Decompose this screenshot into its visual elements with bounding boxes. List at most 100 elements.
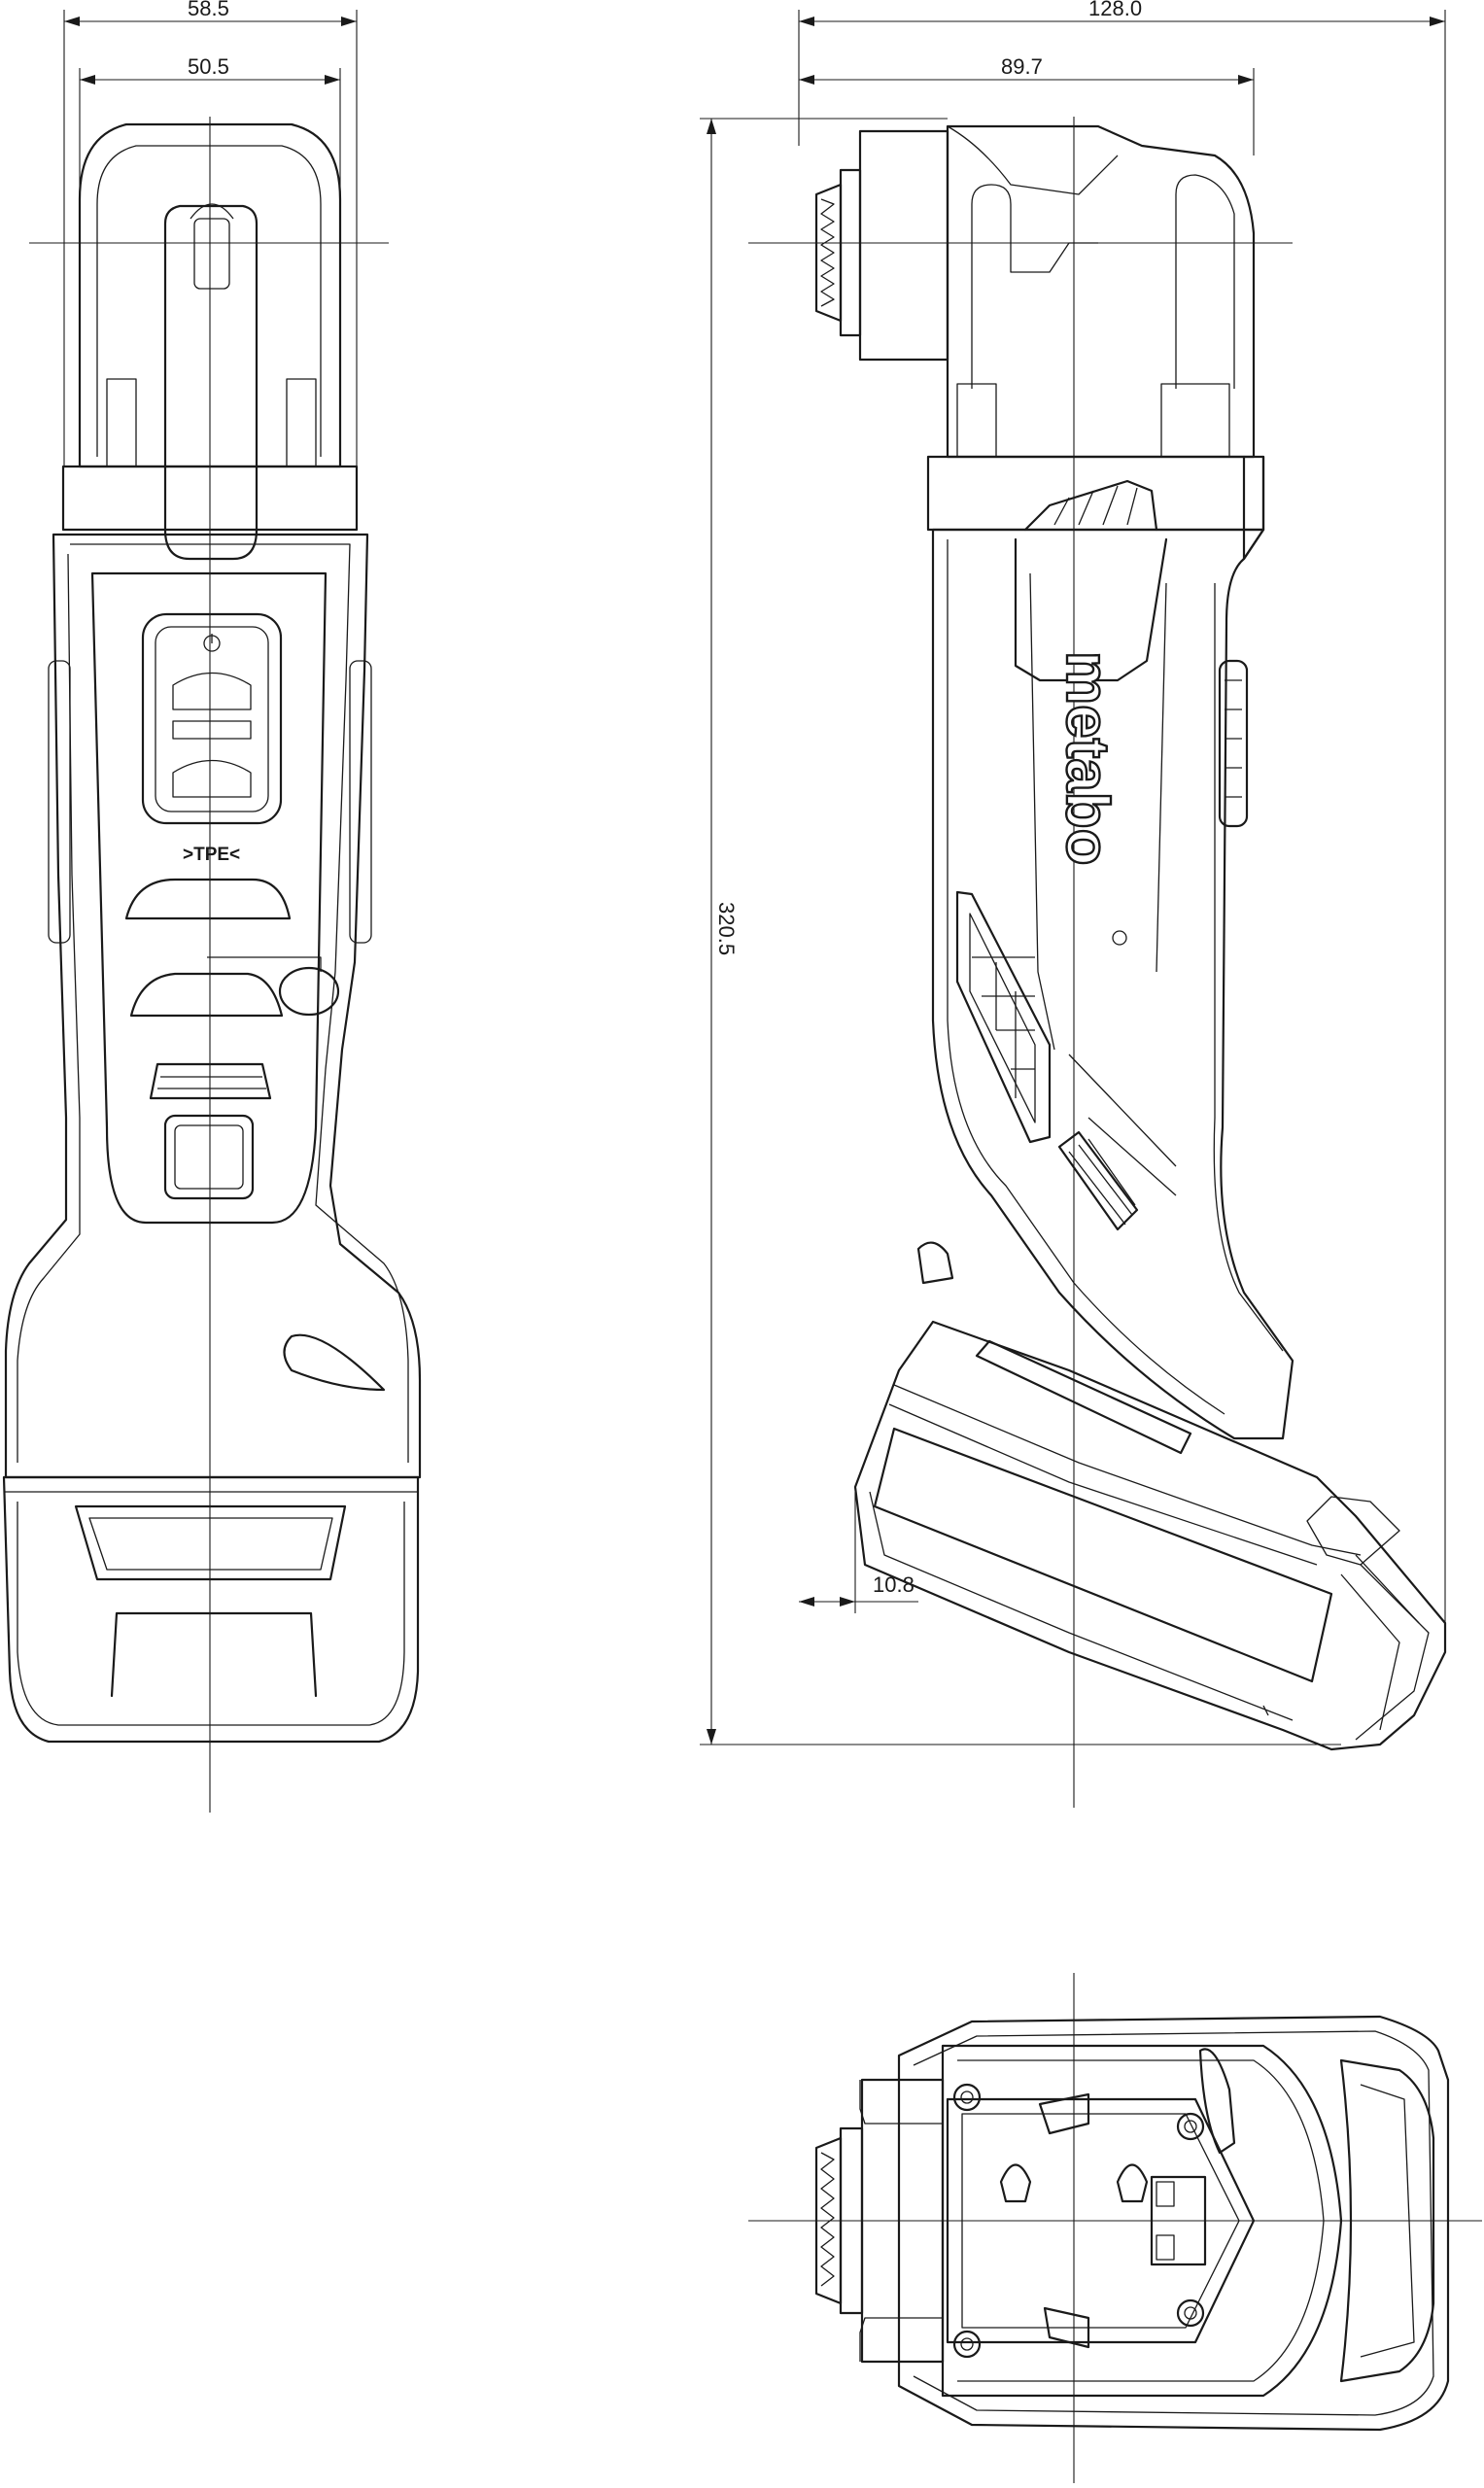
dim-89-7-label: 89.7 (1001, 54, 1043, 79)
dim-50-5-label: 50.5 (188, 54, 229, 79)
front-head-housing (78, 122, 342, 468)
front-control-panel-frame (90, 571, 328, 1225)
front-clamp-top (190, 203, 234, 220)
side-battery-window (975, 1339, 1192, 1455)
top-rear-battery-inner (1360, 2084, 1415, 2358)
top-body-plate-inner (957, 2059, 1325, 2382)
side-battery-label-panel (873, 1427, 1333, 1683)
front-right-side-switch (349, 660, 372, 944)
top-screw-bottom-left (952, 2330, 982, 2359)
side-diagonal-trim (1068, 1054, 1177, 1196)
front-side-knob (278, 966, 340, 1017)
front-body-inner-left (17, 553, 81, 1463)
side-blade-mount (814, 183, 843, 323)
top-body-plate (941, 2044, 1343, 2398)
front-battery-pack (2, 1475, 420, 1744)
top-view (748, 1973, 1482, 2483)
front-led-window-inner (174, 1124, 244, 1190)
top-connector-inner-bottom (1156, 2234, 1175, 2261)
dimensions: 58.5 50.5 128.0 89.7 320.5 10.8 (63, 0, 1446, 1745)
front-battery-latch-inner (88, 1517, 333, 1571)
dim-58-5-arrow-left (64, 17, 80, 26)
side-battery-seam (1262, 1705, 1269, 1716)
side-tool-clamp (858, 129, 949, 362)
dim-58-5-arrow-right (341, 17, 357, 26)
top-outer-housing (897, 2015, 1450, 2432)
side-head-curve (947, 125, 1119, 195)
side-battery-pack (853, 1320, 1447, 1751)
front-body-inner-line (70, 543, 409, 1463)
dim-128-arrow-left (799, 17, 814, 26)
top-blade-teeth (820, 2152, 835, 2287)
dim-89-7-arrow-left (799, 75, 814, 85)
front-view: >TPE< (2, 117, 422, 1813)
side-battery-top-2 (888, 1403, 1318, 1566)
side-head-rib (1175, 174, 1235, 389)
top-connector-inner-top (1156, 2181, 1175, 2207)
front-wire-trace (207, 956, 322, 972)
dim-10-8-label: 10.8 (873, 1572, 915, 1597)
side-rear-switch (1218, 659, 1249, 828)
dim-58-5-label: 58.5 (188, 0, 229, 20)
side-battery-release (1306, 1496, 1400, 1566)
dim-50-5-arrow-right (325, 75, 340, 85)
front-head-inner (96, 145, 322, 457)
top-lever-left (999, 2163, 1032, 2203)
top-connector-block (1150, 2175, 1207, 2266)
side-vent-grille-inner (969, 913, 1036, 1123)
side-handle-inner (947, 539, 1225, 1415)
front-right-clip (286, 378, 317, 467)
side-rear-switch-ridges (1225, 679, 1242, 798)
dim-10-8-arrow-right (840, 1597, 855, 1607)
side-speed-wheel-ridges (1068, 1138, 1136, 1226)
front-speed-control-label: >TPE< (183, 845, 240, 865)
front-main-body (4, 533, 422, 1479)
top-screw-bottom-right-inner (1184, 2306, 1197, 2320)
dim-128-arrow-right (1430, 17, 1445, 26)
dim-320-5-label: 320.5 (714, 902, 739, 955)
top-outer-inner (913, 2030, 1434, 2416)
top-screw-top-right-inner (1184, 2120, 1197, 2133)
front-clamp-lever (193, 218, 230, 290)
side-battery-body-line (869, 1491, 1294, 1721)
front-speed-up-button (172, 672, 252, 710)
front-speed-mid-button (172, 720, 252, 740)
side-neck-right-rib (1156, 582, 1167, 973)
front-vent-slot-2 (129, 972, 284, 1018)
front-spindle-column (163, 204, 259, 561)
side-battery-nose (1355, 1564, 1430, 1741)
dim-320-5-arrow-bottom (707, 1729, 716, 1745)
side-head-housing (946, 124, 1256, 459)
side-head-band (926, 455, 1265, 532)
side-head-clip-right (1160, 383, 1230, 458)
side-front-contour (1213, 583, 1284, 1352)
top-clamp-step-top (859, 2080, 943, 2125)
top-screw-bottom-right (1176, 2298, 1205, 2328)
top-clip-upper (1038, 2092, 1090, 2135)
side-tool-flange (839, 168, 862, 337)
side-handle-body (931, 528, 1294, 1440)
side-motor-cover (1023, 479, 1158, 532)
top-screw-top-left (952, 2083, 982, 2112)
dim-10-8-arrow-left (799, 1597, 814, 1607)
front-lock-slider (149, 1062, 272, 1100)
top-screw-top-left-inner (960, 2091, 974, 2104)
front-vent-slot-1 (124, 878, 292, 920)
front-head-band (61, 465, 359, 532)
front-speed-down-button (172, 759, 252, 798)
top-motor-plate (946, 2097, 1256, 2344)
front-speed-switch-housing (141, 612, 283, 825)
side-brand-logo: metabo (1053, 651, 1121, 865)
front-battery-outline-inner (17, 1502, 405, 1726)
side-lower-tab (916, 1241, 954, 1285)
front-speed-switch-inner (155, 626, 269, 812)
side-head-clip-left (956, 383, 997, 458)
top-screw-top-right (1176, 2112, 1205, 2141)
side-registered-mark-circle (1112, 930, 1127, 946)
top-rear-battery (1339, 2058, 1435, 2383)
front-battery-latch (74, 1504, 347, 1581)
front-left-clip (106, 378, 137, 467)
side-battery-top (893, 1384, 1362, 1556)
top-lever-right (1116, 2163, 1149, 2203)
